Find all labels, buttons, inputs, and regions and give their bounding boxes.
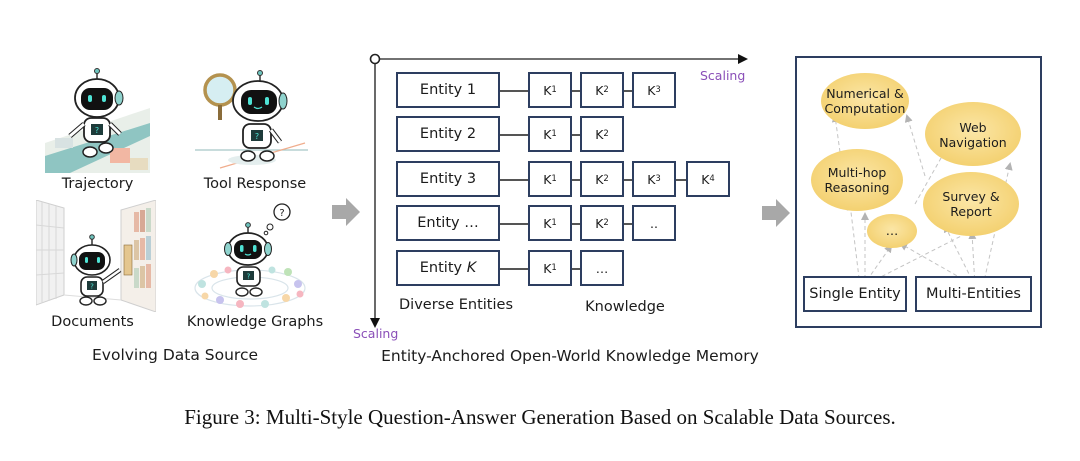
svg-text:Survey &: Survey & bbox=[942, 189, 999, 204]
column-label-diverse-entities: Diverse Entities bbox=[399, 297, 513, 313]
svg-text:?: ? bbox=[90, 283, 94, 291]
robot-walking-maze-icon: ? bbox=[45, 68, 150, 173]
question-types-graph: Numerical & Computation Web Navigation M… bbox=[811, 73, 1021, 287]
knowledge-box: … bbox=[580, 250, 624, 286]
connector-line bbox=[500, 134, 528, 136]
svg-text:Navigation: Navigation bbox=[939, 135, 1006, 150]
connector-line bbox=[572, 134, 580, 136]
robot-graph-icon: ? ? bbox=[194, 203, 306, 308]
source-label-tool-response: Tool Response bbox=[203, 176, 307, 192]
source-box-single-entity: Single Entity bbox=[803, 276, 907, 312]
svg-text:?: ? bbox=[95, 126, 99, 135]
scaling-axes bbox=[369, 53, 748, 328]
entity-box: Entity 2 bbox=[396, 116, 500, 152]
entity-box: Entity 3 bbox=[396, 161, 500, 197]
svg-text:?: ? bbox=[279, 208, 284, 219]
section-title-evolving-data-source: Evolving Data Source bbox=[92, 346, 258, 364]
robot-magnifier-icon: ? bbox=[195, 70, 308, 169]
svg-text:Numerical &: Numerical & bbox=[826, 86, 904, 101]
question-type-survey-report: Survey & Report bbox=[923, 172, 1019, 236]
flow-arrow-right-icon bbox=[762, 199, 790, 227]
figure-caption: Figure 3: Multi-Style Question-Answer Ge… bbox=[184, 405, 896, 429]
knowledge-box: .. bbox=[632, 205, 676, 241]
connector-line bbox=[624, 223, 632, 225]
y-axis-scaling-label: Scaling bbox=[353, 326, 399, 341]
svg-text:Report: Report bbox=[950, 204, 992, 219]
connector-line bbox=[500, 268, 528, 270]
connector-line bbox=[572, 268, 580, 270]
connector-line bbox=[500, 179, 528, 181]
flow-arrow-right-icon bbox=[332, 198, 360, 226]
question-type-more: … bbox=[867, 214, 917, 248]
svg-text:Reasoning: Reasoning bbox=[825, 180, 890, 195]
robot-bookshelf-icon: ? bbox=[36, 200, 156, 312]
connector-line bbox=[500, 90, 528, 92]
question-type-numerical-computation: Numerical & Computation bbox=[821, 73, 909, 129]
column-label-knowledge: Knowledge bbox=[585, 299, 665, 315]
section-title-knowledge-memory: Entity-Anchored Open-World Knowledge Mem… bbox=[381, 347, 759, 365]
connector-line bbox=[676, 179, 686, 181]
source-label-documents: Documents bbox=[51, 314, 134, 330]
entity-box: Entity 1 bbox=[396, 72, 500, 108]
connector-line bbox=[500, 223, 528, 225]
svg-text:Computation: Computation bbox=[825, 101, 906, 116]
svg-text:Web: Web bbox=[959, 120, 986, 135]
svg-text:Multi-hop: Multi-hop bbox=[828, 165, 887, 180]
svg-text:…: … bbox=[886, 223, 899, 238]
question-type-multi-hop-reasoning: Multi-hop Reasoning bbox=[811, 149, 903, 211]
entity-box: Entity K bbox=[396, 250, 500, 286]
connector-line bbox=[624, 179, 632, 181]
connector-line bbox=[572, 90, 580, 92]
source-label-trajectory: Trajectory bbox=[61, 176, 134, 192]
source-box-multi-entities: Multi-Entities bbox=[915, 276, 1032, 312]
svg-text:?: ? bbox=[247, 273, 251, 281]
connector-line bbox=[624, 90, 632, 92]
connector-line bbox=[572, 223, 580, 225]
source-label-knowledge-graphs: Knowledge Graphs bbox=[186, 314, 324, 330]
x-axis-scaling-label: Scaling bbox=[700, 68, 746, 83]
question-type-web-navigation: Web Navigation bbox=[925, 102, 1021, 166]
svg-text:?: ? bbox=[255, 132, 259, 141]
connector-line bbox=[572, 179, 580, 181]
entity-box: Entity … bbox=[396, 205, 500, 241]
question-types-panel bbox=[795, 56, 1042, 328]
